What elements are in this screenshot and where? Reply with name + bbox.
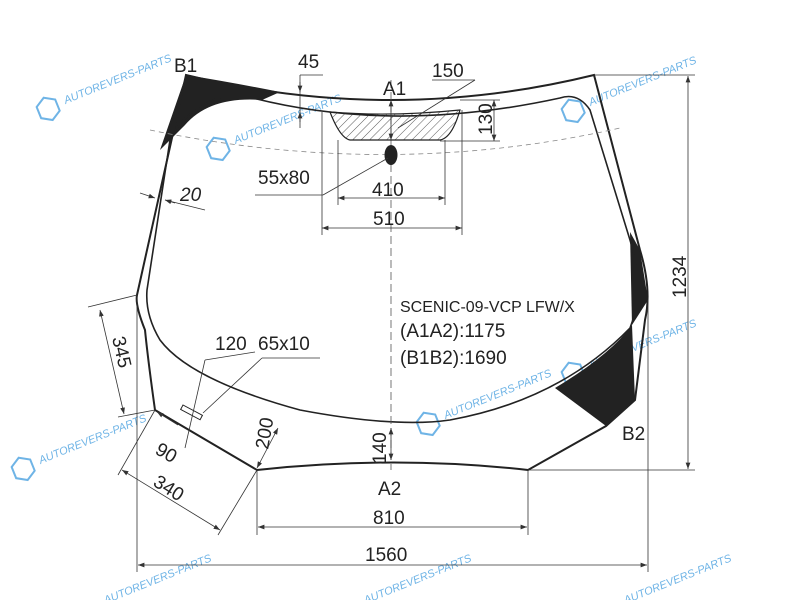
dim-510: 510	[373, 209, 405, 230]
watermark-logo: AUTOREVERS-PARTS	[10, 412, 149, 482]
point-b2-label: B2	[622, 424, 645, 445]
dim-340: 340	[149, 471, 187, 506]
dim-90: 90	[152, 439, 181, 468]
vin-slot	[179, 404, 204, 421]
dim-65x10: 65x10	[258, 334, 310, 355]
svg-text:AUTOREVERS-PARTS: AUTOREVERS-PARTS	[586, 54, 699, 109]
point-a2-label: A2	[378, 479, 401, 500]
dim-810: 810	[373, 508, 405, 529]
svg-text:AUTOREVERS-PARTS: AUTOREVERS-PARTS	[441, 367, 554, 422]
black-band-top-left	[160, 75, 280, 150]
watermark-logo: AUTOREVERS-PARTS	[415, 367, 554, 437]
point-a1-label: A1	[383, 79, 406, 100]
black-band-bottom-right	[555, 325, 635, 426]
dim-20: 20	[179, 185, 202, 206]
sensor-area	[329, 109, 461, 141]
svg-text:AUTOREVERS-PARTS: AUTOREVERS-PARTS	[231, 92, 344, 147]
dim-130: 130	[476, 103, 497, 135]
measurement-b1b2: (B1B2):1690	[400, 348, 507, 369]
model-title: SCENIC-09-VCP LFW/X	[400, 299, 575, 316]
watermark-logo: AUTOREVERS-PARTS	[560, 54, 699, 124]
dim-345: 345	[107, 334, 135, 370]
watermark-logo: AUTOREVERS-PARTS	[101, 552, 214, 600]
dimension-lines	[87, 74, 695, 572]
glass-inner-line	[145, 94, 639, 424]
mirror-mount	[384, 145, 398, 165]
svg-text:AUTOREVERS-PARTS: AUTOREVERS-PARTS	[61, 52, 174, 107]
point-b1-label: B1	[174, 56, 197, 77]
dim-150: 150	[432, 61, 464, 82]
measurement-a1a2: (A1A2):1175	[400, 321, 505, 342]
shade-band-line	[149, 127, 621, 155]
watermark-logo: AUTOREVERS-PARTS	[35, 52, 174, 122]
watermark-logo: AUTOREVERS-PARTS	[621, 552, 734, 600]
svg-text:AUTOREVERS-PARTS: AUTOREVERS-PARTS	[101, 552, 214, 600]
dim-45: 45	[298, 52, 319, 73]
svg-text:AUTOREVERS-PARTS: AUTOREVERS-PARTS	[36, 412, 149, 467]
dim-1234: 1234	[670, 255, 691, 298]
svg-text:AUTOREVERS-PARTS: AUTOREVERS-PARTS	[621, 552, 734, 600]
dim-120: 120	[215, 334, 247, 355]
dim-200: 200	[252, 416, 278, 451]
dim-410: 410	[372, 180, 404, 201]
dim-140: 140	[370, 432, 391, 464]
glass-outline	[135, 73, 649, 472]
dim-55x80: 55x80	[258, 168, 310, 189]
dim-1560: 1560	[365, 545, 407, 566]
